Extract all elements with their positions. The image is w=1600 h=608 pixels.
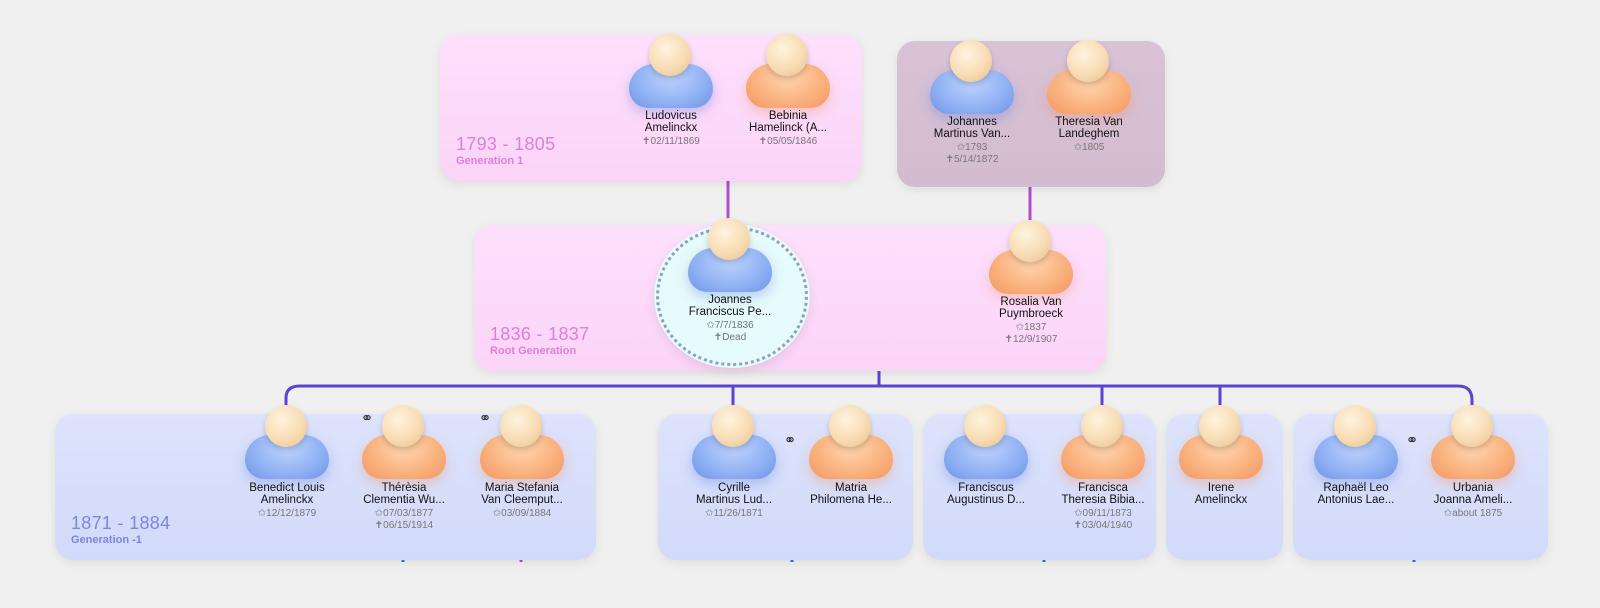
person-rosalia-name-line2: Puymbroeck xyxy=(999,308,1063,320)
person-joannes-name-line2: Franciscus Pe... xyxy=(688,306,772,318)
person-bebinia-death: ✝05/05/1846 xyxy=(758,136,818,147)
person-benedict-name-line2: Amelinckx xyxy=(260,494,314,506)
person-bebinia-name-line1: Bebinia xyxy=(768,110,808,122)
linked-rings-icon[interactable]: ⚭ xyxy=(360,410,374,427)
person-cyrille-birth: ✩11/26/1871 xyxy=(705,508,763,519)
person-joannes-birth: ✩7/7/1836 xyxy=(706,320,754,331)
person-irene-name-line1: Irene xyxy=(1207,482,1235,494)
person-johannes-birth: ✩1793 xyxy=(956,142,988,153)
person-rosalia-avatar[interactable] xyxy=(985,220,1077,300)
person-benedict-birth: ✩12/12/1879 xyxy=(257,508,317,519)
person-johannes-avatar[interactable] xyxy=(926,40,1018,120)
person-irene-avatar[interactable] xyxy=(1175,405,1267,485)
person-urbania-birth: ✩about 1875 xyxy=(1443,508,1503,519)
root-generation-label: Root Generation xyxy=(490,345,577,357)
person-benedict-name-line1: Benedict Louis xyxy=(249,482,325,494)
person-urbania-name-line2: Joanna Ameli... xyxy=(1433,494,1513,506)
person-franciscus-name-line1: Franciscus xyxy=(958,482,1014,494)
person-johannes-name-line1: Johannes xyxy=(947,116,997,128)
person-maria-name-line2: Van Cleemput... xyxy=(481,494,563,506)
person-bebinia-name-line2: Hamelinck (A... xyxy=(749,122,827,134)
person-irene-name-line2: Amelinckx xyxy=(1194,494,1248,506)
person-theresia-birth: ✩1805 xyxy=(1073,142,1105,153)
person-johannes-death: ✝5/14/1872 xyxy=(945,154,999,165)
person-raphael-name-line2: Antonius Lae... xyxy=(1317,494,1395,506)
person-theresia2-birth: ✩07/03/1877 xyxy=(374,508,434,519)
person-cyrille-avatar[interactable] xyxy=(688,405,780,485)
linked-rings-icon[interactable]: ⚭ xyxy=(783,432,797,449)
person-franciscus-name-line2: Augustinus D... xyxy=(947,494,1025,506)
person-francisca-death: ✝03/04/1940 xyxy=(1073,520,1133,531)
person-joannes-name-line1: Joannes xyxy=(708,294,752,306)
person-rosalia-birth: ✩1837 xyxy=(1015,322,1047,333)
generation-1-years: 1793 - 1805 xyxy=(456,134,556,154)
person-urbania-name-line1: Urbania xyxy=(1452,482,1494,494)
person-francisca-birth: ✩09/11/1873 xyxy=(1074,508,1132,519)
person-johannes-name-line2: Martinus Van... xyxy=(933,128,1011,140)
person-francisca-name-line2: Theresia Bibia... xyxy=(1061,494,1145,506)
person-urbania-avatar[interactable] xyxy=(1427,405,1519,485)
children-bar xyxy=(284,384,1474,412)
person-cyrille-name-line1: Cyrille xyxy=(718,482,750,494)
person-matria-avatar[interactable] xyxy=(805,405,897,485)
person-theresia-name-line2: Landeghem xyxy=(1058,128,1120,140)
person-ludovicus-name-line1: Ludovicus xyxy=(645,110,697,122)
person-franciscus-avatar[interactable] xyxy=(940,405,1032,485)
person-maria-name-line1: Maria Stefania xyxy=(484,482,560,494)
person-cyrille-name-line2: Martinus Lud... xyxy=(695,494,773,506)
person-francisca-name-line1: Francisca xyxy=(1078,482,1128,494)
root-generation-years: 1836 - 1837 xyxy=(490,324,590,344)
person-benedict-avatar[interactable] xyxy=(241,405,333,485)
person-francisca-avatar[interactable] xyxy=(1057,405,1149,485)
linked-rings-icon[interactable]: ⚭ xyxy=(478,410,492,427)
person-rosalia-death: ✝12/9/1907 xyxy=(1004,334,1058,345)
linked-rings-icon[interactable]: ⚭ xyxy=(1405,432,1419,449)
person-ludovicus-death: ✝02/11/1869 xyxy=(642,136,700,147)
person-ludovicus-name-line2: Amelinckx xyxy=(644,122,698,134)
person-rosalia-name-line1: Rosalia Van xyxy=(1000,296,1062,308)
generation-minus1-years: 1871 - 1884 xyxy=(71,513,171,533)
person-theresia-name-line1: Theresia Van xyxy=(1055,116,1123,128)
generation-1-panel-spouse-family xyxy=(897,41,1165,187)
person-theresia-avatar[interactable] xyxy=(1043,40,1135,120)
person-theresia2-name-line1: Thérèsia xyxy=(381,482,427,494)
person-theresia2-avatar[interactable] xyxy=(358,405,450,485)
person-matria-name-line1: Matria xyxy=(835,482,867,494)
generation-1-label: Generation 1 xyxy=(456,155,524,167)
person-matria-name-line2: Philomena He... xyxy=(810,494,892,506)
person-maria-birth: ✩03/09/1884 xyxy=(492,508,552,519)
person-theresia2-death: ✝06/15/1914 xyxy=(374,520,434,531)
person-theresia2-name-line2: Clementia Wu... xyxy=(363,494,445,506)
person-raphael-name-line1: Raphaël Leo xyxy=(1323,482,1389,494)
person-bebinia-avatar[interactable] xyxy=(742,34,834,114)
person-joannes-avatar[interactable] xyxy=(684,218,776,298)
generation-minus1-label: Generation -1 xyxy=(71,534,142,546)
person-maria-avatar[interactable] xyxy=(476,405,568,485)
person-joannes-death: ✝Dead xyxy=(713,332,747,343)
person-ludovicus-avatar[interactable] xyxy=(625,34,717,114)
person-raphael-avatar[interactable] xyxy=(1310,405,1402,485)
